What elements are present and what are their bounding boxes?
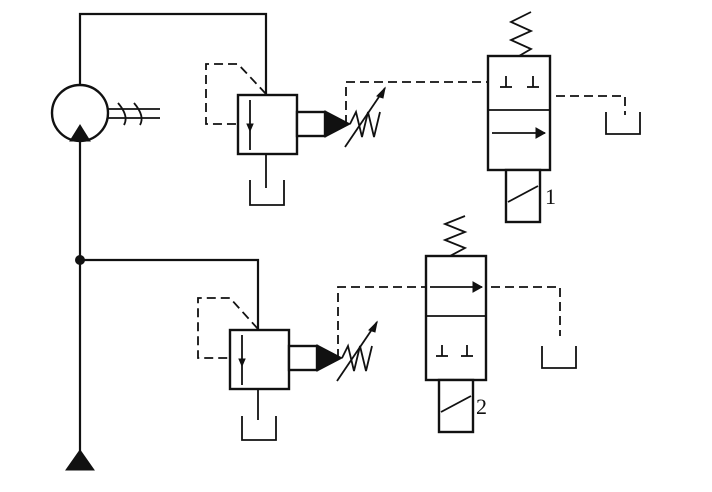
directional-valve-icon	[424, 254, 488, 382]
pressure-lines	[75, 12, 268, 452]
hydraulic-pump-icon	[50, 83, 110, 143]
spring-icon	[442, 215, 468, 257]
spring-icon	[336, 320, 378, 382]
relief-valve-icon	[197, 297, 291, 420]
spring-icon	[344, 86, 386, 148]
valve-label-1: 1	[545, 184, 556, 209]
relief-valve-pilot-icon	[295, 110, 352, 138]
relief-valve-icon	[205, 63, 299, 188]
spring-icon	[508, 11, 534, 57]
tank-icon	[65, 449, 95, 471]
drive-shaft-icon	[108, 102, 160, 126]
valve-label-2: 2	[476, 394, 487, 419]
pilot-line-upper	[345, 81, 626, 124]
tank-icon	[249, 180, 285, 206]
directional-valve-icon	[486, 54, 552, 172]
solenoid-icon	[504, 168, 542, 224]
tank-icon	[241, 416, 277, 441]
relief-valve-pilot-icon	[287, 344, 344, 372]
solenoid-icon	[437, 378, 475, 434]
tank-icon	[605, 112, 641, 135]
junction-dot	[75, 255, 85, 265]
tank-icon	[541, 346, 577, 369]
